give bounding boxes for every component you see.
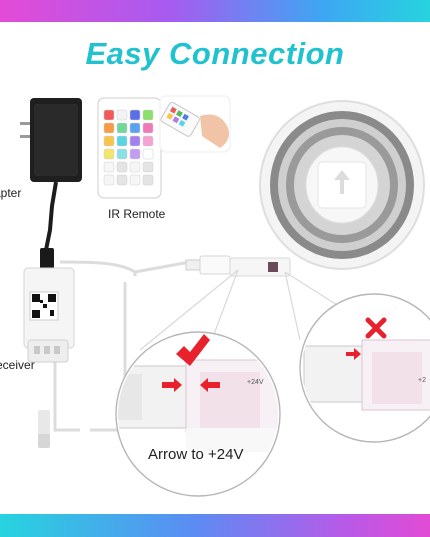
remote-button — [116, 122, 128, 134]
wifi-receiver-icon — [23, 267, 75, 448]
remote-button — [142, 148, 154, 160]
remote-button — [103, 148, 115, 160]
remote-button — [116, 174, 128, 186]
correct-connection-detail: +24V — [115, 331, 281, 497]
remote-button — [103, 174, 115, 186]
arrow-icon — [162, 378, 182, 392]
remote-button — [129, 148, 141, 160]
remote-button — [103, 161, 115, 173]
remote-button — [142, 174, 154, 186]
arrow-icon — [346, 348, 361, 360]
page-title: Easy Connection — [85, 36, 345, 71]
remote-button — [116, 161, 128, 173]
wrong-connection-detail: +2 — [299, 293, 430, 443]
remote-button — [129, 109, 141, 121]
ir-remote-icon — [97, 97, 162, 199]
arrow-icon — [200, 378, 220, 392]
checkmark-icon — [176, 334, 210, 366]
led-strip-reel-icon — [185, 100, 425, 277]
remote-button — [129, 135, 141, 147]
remote-button — [142, 122, 154, 134]
remote-button — [142, 135, 154, 147]
remote-button — [142, 109, 154, 121]
voltage-mark-right: +2 — [418, 377, 426, 384]
bottom-gradient-bar — [0, 514, 430, 537]
remote-button — [142, 161, 154, 173]
voltage-mark-left: +24V — [247, 379, 264, 386]
magnifier-guides — [139, 269, 346, 351]
top-gradient-bar — [0, 0, 430, 22]
remote-button — [116, 109, 128, 121]
ir-remote-label: IR Remote — [108, 207, 166, 221]
arrow-caption: Arrow to +24V — [148, 446, 244, 463]
remote-button — [116, 135, 128, 147]
remote-button — [103, 135, 115, 147]
adapter-label: apter — [0, 186, 22, 200]
hand-remote-icon — [159, 95, 231, 153]
remote-button — [103, 109, 115, 121]
cross-icon — [365, 317, 387, 339]
remote-button — [103, 122, 115, 134]
power-adapter-icon — [20, 98, 82, 270]
remote-button — [129, 174, 141, 186]
remote-button — [129, 122, 141, 134]
remote-button — [116, 148, 128, 160]
remote-button — [129, 161, 141, 173]
